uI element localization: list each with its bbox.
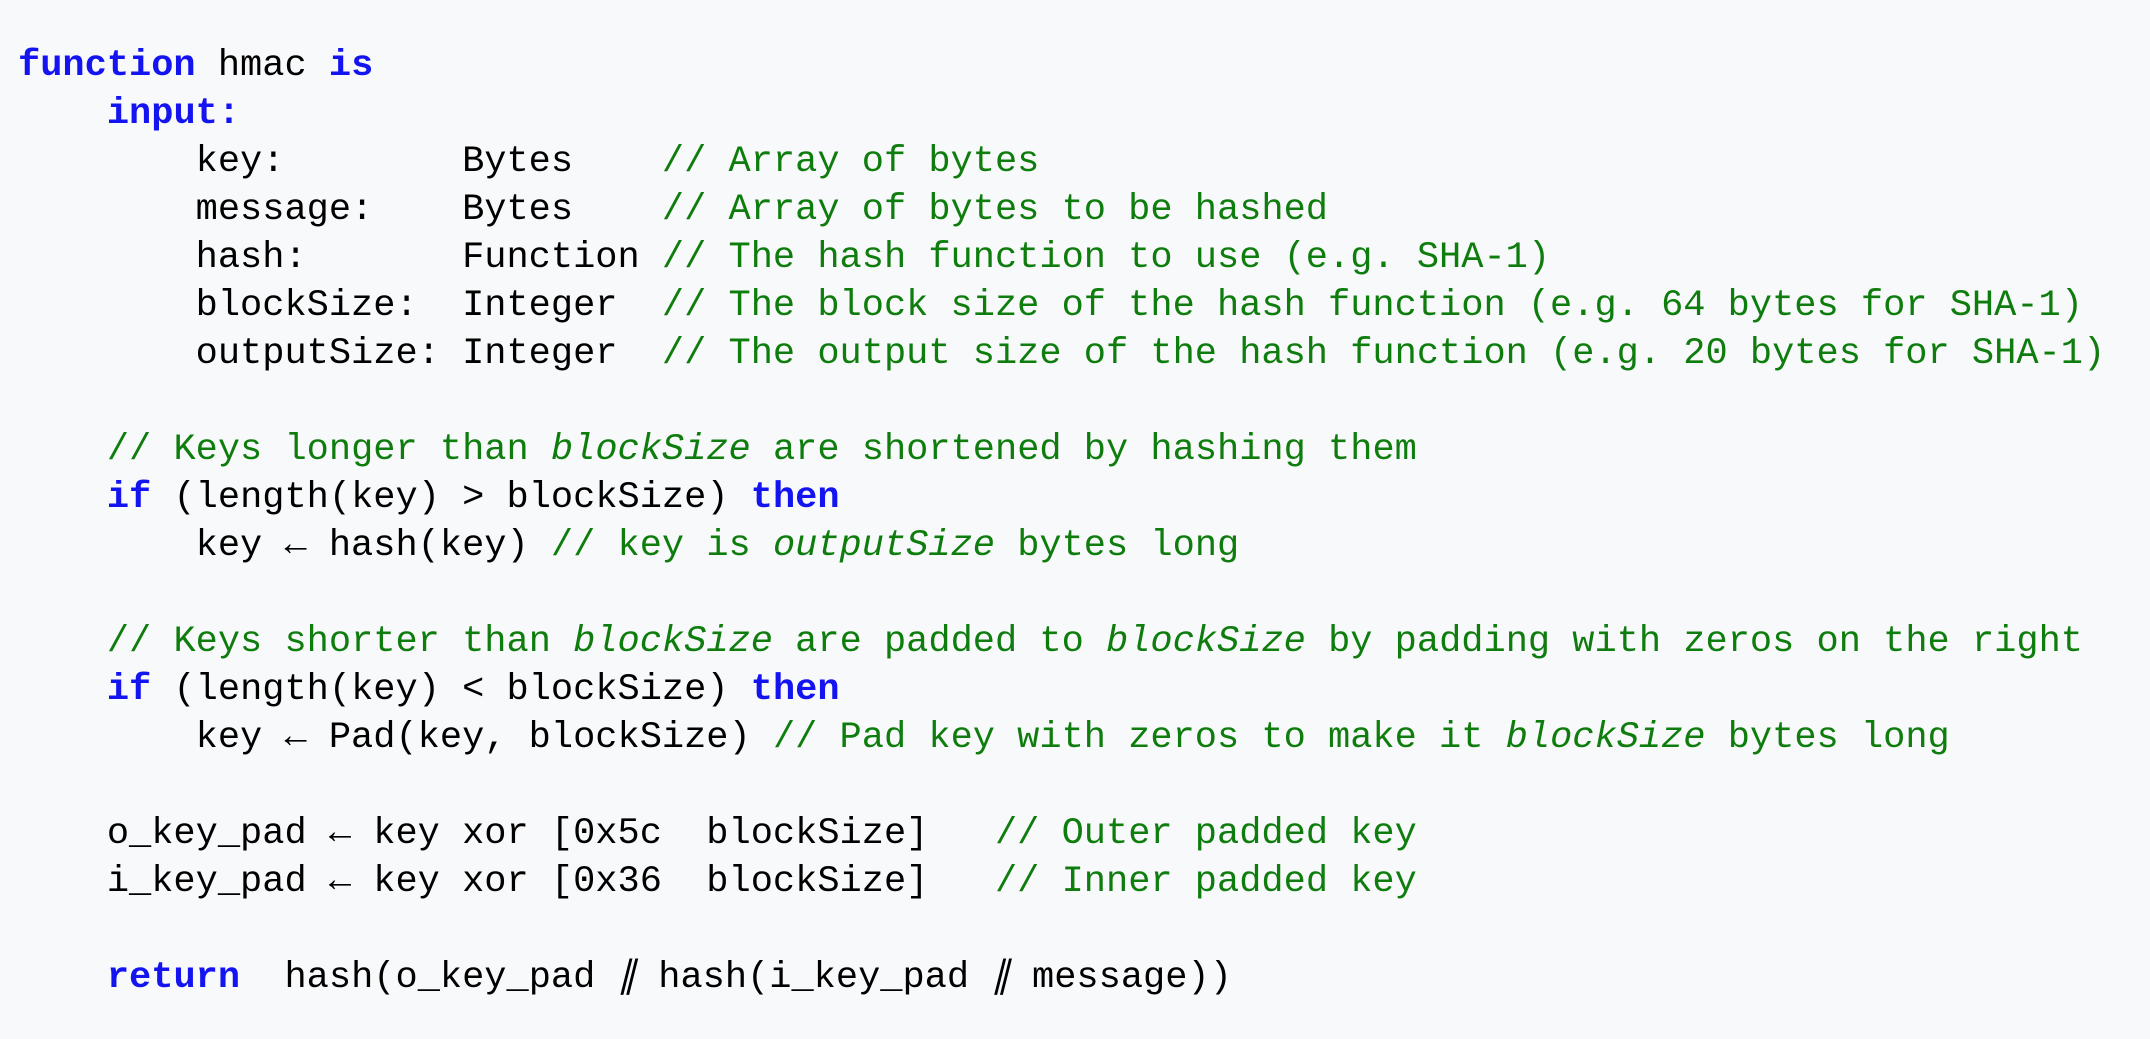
code-segment-plain: key ← Pad(key, blockSize) [18, 717, 773, 759]
code-segment-comment: // key is [550, 525, 773, 567]
code-segment-comment: // Array of bytes to be hashed [661, 189, 1329, 231]
code-segment-comment: are shortened by hashing them [750, 429, 1417, 471]
code-segment-keyword: return [106, 957, 241, 999]
code-line [18, 762, 2150, 810]
code-line [18, 906, 2150, 954]
code-segment-comment-italic: blockSize [573, 621, 773, 663]
code-line: if (length(key) < blockSize) then [18, 666, 2150, 714]
code-line: message: Bytes // Array of bytes to be h… [18, 186, 2150, 234]
code-line: key ← Pad(key, blockSize) // Pad key wit… [18, 714, 2150, 762]
code-segment-plain: blockSize: Integer [18, 285, 662, 327]
code-segment-plain [18, 93, 107, 135]
code-segment-plain: (length(key) < blockSize) [151, 669, 751, 711]
code-segment-comment: // Pad key with zeros to make it [772, 717, 1506, 759]
code-segment-plain [18, 957, 107, 999]
code-segment-keyword: input: [106, 93, 241, 135]
code-segment-plain: hash(i_key_pad [636, 957, 992, 999]
code-line: function hmac is [18, 42, 2150, 90]
code-segment-comment-italic: outputSize [772, 525, 995, 567]
code-segment-plain: message: Bytes [18, 189, 662, 231]
code-line: key ← hash(key) // key is outputSize byt… [18, 522, 2150, 570]
code-line: input: [18, 90, 2150, 138]
code-segment-plain: hash: Function [18, 237, 662, 279]
code-line: // Keys longer than blockSize are shorte… [18, 426, 2150, 474]
code-segment-keyword: function [18, 45, 196, 87]
code-segment-comment: bytes long [1705, 717, 1950, 759]
code-segment-comment: // The output size of the hash function … [661, 333, 2106, 375]
code-line: blockSize: Integer // The block size of … [18, 282, 2150, 330]
code-segment-plain: hash(o_key_pad [240, 957, 618, 999]
code-segment-comment: by padding with zeros on the right [1305, 621, 2083, 663]
code-segment-comment: // Array of bytes [661, 141, 1040, 183]
code-line: return hash(o_key_pad ∥ hash(i_key_pad ∥… [18, 954, 2150, 1002]
code-segment-plain: key ← hash(key) [18, 525, 551, 567]
code-segment-plain [18, 477, 107, 519]
code-segment-keyword: if [106, 669, 152, 711]
code-segment-plain: key: Bytes [18, 141, 662, 183]
code-segment-operator-italic: ∥ [617, 957, 637, 999]
code-segment-keyword: if [106, 477, 152, 519]
pseudocode-block: function hmac is input: key: Bytes // Ar… [0, 37, 2150, 1039]
code-line: outputSize: Integer // The output size o… [18, 330, 2150, 378]
code-segment-plain [18, 669, 107, 711]
code-segment-comment: // Inner padded key [994, 861, 1417, 903]
code-segment-keyword: is [328, 45, 374, 87]
code-segment-plain: o_key_pad ← key xor [0x5c blockSize] [18, 813, 995, 855]
code-line: key: Bytes // Array of bytes [18, 138, 2150, 186]
code-line [18, 570, 2150, 618]
code-segment-comment-italic: blockSize [550, 429, 751, 471]
code-segment-comment: bytes long [994, 525, 1240, 567]
code-segment-comment-italic: blockSize [1505, 717, 1706, 759]
code-segment-comment: // Keys shorter than [106, 621, 574, 663]
code-segment-keyword: then [750, 669, 840, 711]
code-segment-comment: are padded to [772, 621, 1107, 663]
code-segment-plain: hmac [195, 45, 329, 87]
page: function hmac is input: key: Bytes // Ar… [0, 37, 2150, 1039]
code-line [18, 378, 2150, 426]
code-segment-keyword: then [750, 477, 840, 519]
code-segment-operator-italic: ∥ [991, 957, 1010, 999]
code-segment-comment: // The hash function to use (e.g. SHA-1) [661, 237, 1551, 279]
code-segment-plain [18, 429, 107, 471]
code-segment-plain [18, 621, 107, 663]
code-segment-comment: // Outer padded key [994, 813, 1417, 855]
code-segment-plain: message)) [1009, 957, 1232, 999]
code-line: hash: Function // The hash function to u… [18, 234, 2150, 282]
code-segment-comment: // The block size of the hash function (… [661, 285, 2083, 327]
code-segment-comment-italic: blockSize [1106, 621, 1306, 663]
code-line: o_key_pad ← key xor [0x5c blockSize] // … [18, 810, 2150, 858]
code-line: // Keys shorter than blockSize are padde… [18, 618, 2150, 666]
code-segment-plain: outputSize: Integer [18, 333, 662, 375]
code-segment-plain: (length(key) > blockSize) [151, 477, 751, 519]
code-segment-comment: // Keys longer than [106, 429, 551, 471]
code-line: if (length(key) > blockSize) then [18, 474, 2150, 522]
code-segment-plain: i_key_pad ← key xor [0x36 blockSize] [18, 861, 995, 903]
code-line: i_key_pad ← key xor [0x36 blockSize] // … [18, 858, 2150, 906]
